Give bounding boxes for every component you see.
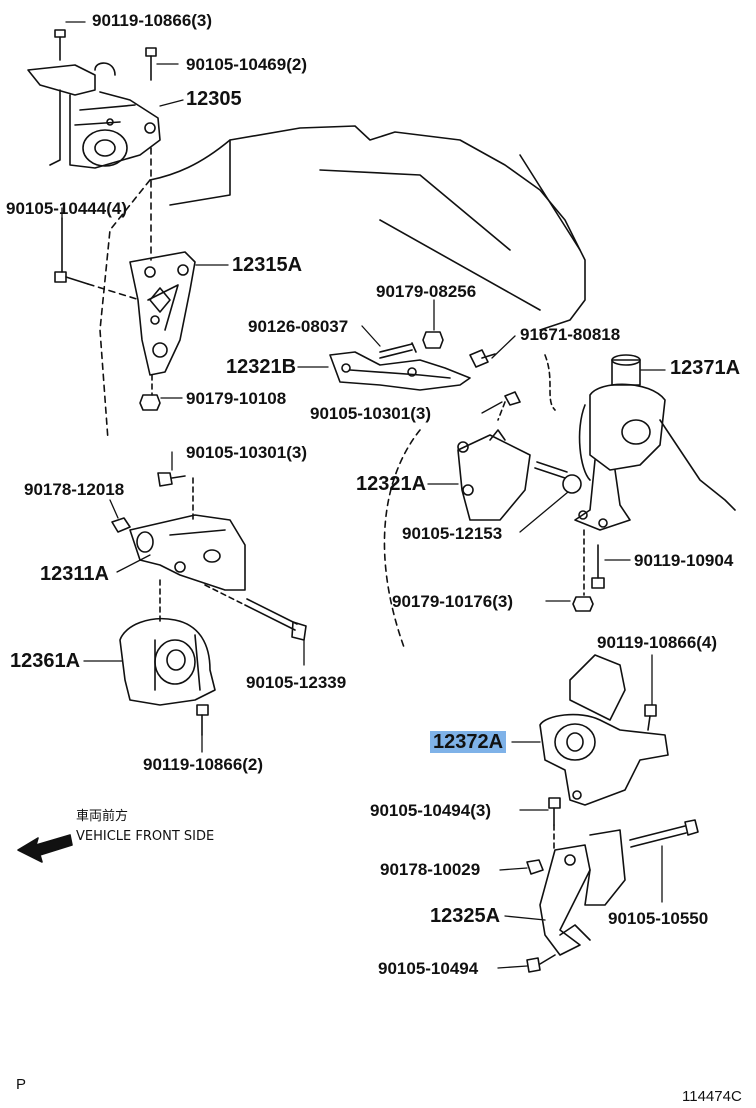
label-12321B[interactable]: 12321B <box>226 356 297 378</box>
illustration-number: 114474C <box>682 1088 742 1105</box>
bolt-90119-10866-top <box>54 29 66 61</box>
label-90179-10108[interactable]: 90179-10108 <box>186 389 287 408</box>
nut-90179-08256 <box>422 331 444 349</box>
bolt-90119-10866-left <box>196 704 209 736</box>
label-90119-10866-2[interactable]: 90119-10866(2) <box>143 755 264 774</box>
bracket-12311A <box>129 514 246 591</box>
label-90105-10301-3-right[interactable]: 90105-10301(3) <box>310 404 431 423</box>
engine-mount-12372A <box>539 654 669 806</box>
label-90178-10029[interactable]: 90178-10029 <box>380 860 481 879</box>
bolt-91671-80818 <box>469 349 496 368</box>
bolt-90105-10301-left <box>157 472 194 521</box>
bracket-12325A <box>539 829 626 956</box>
label-12311A[interactable]: 12311A <box>40 563 109 585</box>
leader-lines <box>61 21 666 969</box>
bolt-90119-10866-right <box>644 704 657 731</box>
bolt-90105-12153 <box>534 461 582 494</box>
engine-mount-12305 <box>27 62 161 169</box>
label-90105-10494[interactable]: 90105-10494 <box>378 959 479 978</box>
bolt-90105-10469-top <box>145 47 157 81</box>
nut-90179-10108 <box>139 394 161 411</box>
label-12305[interactable]: 12305 <box>186 88 242 110</box>
bolt-90105-10494-lower <box>526 954 556 973</box>
corner-code-left: P <box>16 1076 27 1093</box>
label-12372A-highlighted[interactable]: 12372A <box>430 731 507 753</box>
bolt-90105-12339 <box>244 598 307 641</box>
label-12321A[interactable]: 12321A <box>356 473 427 495</box>
bolt-90105-10494-upper <box>548 797 561 851</box>
bolt-90105-10550 <box>629 819 699 848</box>
label-12371A[interactable]: 12371A <box>670 357 741 379</box>
label-90105-10301-3-left[interactable]: 90105-10301(3) <box>186 443 307 462</box>
label-90119-10866-3[interactable]: 90119-10866(3) <box>92 11 213 30</box>
bolt-90105-10301-right <box>497 391 521 421</box>
nut-90178-12018 <box>111 517 131 533</box>
label-90105-10550[interactable]: 90105-10550 <box>608 909 709 928</box>
engine-mount-12361A <box>119 617 216 706</box>
stud-90126-08037 <box>379 342 417 359</box>
label-90179-08256[interactable]: 90179-08256 <box>376 282 477 301</box>
label-12325A[interactable]: 12325A <box>430 905 501 927</box>
bracket-12321A <box>457 429 531 521</box>
label-90119-10904[interactable]: 90119-10904 <box>634 551 734 570</box>
label-12315A[interactable]: 12315A <box>232 254 303 276</box>
vehicle-front-arrow <box>17 834 73 863</box>
nut-90179-10176 <box>572 596 594 612</box>
bolt-90105-10444 <box>54 271 141 301</box>
label-90105-12339[interactable]: 90105-12339 <box>246 673 347 692</box>
label-90105-10444-4[interactable]: 90105-10444(4) <box>6 199 127 218</box>
label-12361A[interactable]: 12361A <box>10 650 81 672</box>
label-90179-10176-3[interactable]: 90179-10176(3) <box>392 592 513 611</box>
label-91671-80818[interactable]: 91671-80818 <box>520 325 621 344</box>
label-90105-12153[interactable]: 90105-12153 <box>402 524 503 543</box>
label-90119-10866-4[interactable]: 90119-10866(4) <box>597 633 718 652</box>
label-90126-08037[interactable]: 90126-08037 <box>248 317 349 336</box>
vehicle-front-en: VEHICLE FRONT SIDE <box>76 828 215 844</box>
bracket-12315A <box>129 251 196 376</box>
engine-mount-12371A <box>574 354 736 531</box>
bolt-90119-10904 <box>591 544 605 589</box>
vehicle-front-note: 車両前方 VEHICLE FRONT SIDE <box>76 808 214 845</box>
label-90105-10494-3[interactable]: 90105-10494(3) <box>370 801 491 820</box>
bracket-12321B <box>329 351 471 391</box>
engine-outline <box>99 125 586 651</box>
label-90178-12018[interactable]: 90178-12018 <box>24 480 125 499</box>
vehicle-front-jp: 車両前方 <box>76 809 129 824</box>
nut-90178-10029 <box>526 859 544 875</box>
label-90105-10469-2[interactable]: 90105-10469(2) <box>186 55 307 74</box>
